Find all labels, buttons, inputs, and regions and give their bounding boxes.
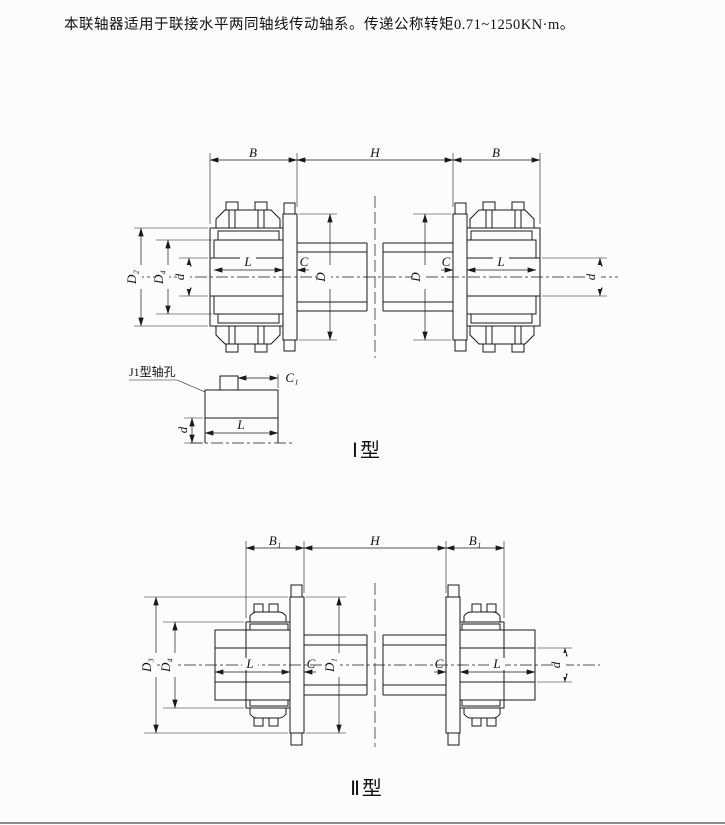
dim-label-l-left-type2: L — [245, 656, 253, 671]
type1-caption: Ⅰ型 — [352, 439, 382, 462]
dim-label-d-flange-left: D — [313, 272, 328, 283]
type1-drawing: B H B D₂ D₄ d L C D D C L d — [124, 145, 618, 358]
dim-label-d-flange-right: D — [408, 272, 423, 283]
dim-label-b-left: B — [249, 145, 257, 160]
dim-label-detail-d: d — [175, 426, 190, 433]
dim-label-c-left: C — [300, 254, 309, 269]
dim-label-l-left: L — [243, 254, 251, 269]
type1-detail-view: J1型轴孔 C₁ d L — [129, 364, 299, 444]
dim-label-detail-l: L — [236, 417, 244, 432]
dim-label-h: H — [369, 145, 380, 160]
dim-label-c-right: C — [442, 254, 451, 269]
dim-label-c-left-type2: C — [307, 656, 316, 671]
dim-label-c-right-type2: C — [435, 656, 444, 671]
dim-label-d-bore-left: d — [172, 273, 187, 280]
dim-label-b-right: B — [492, 145, 500, 160]
dim-label-d4: D₄ — [151, 270, 166, 285]
dim-label-d3: D₃ — [139, 658, 154, 673]
dim-label-d-bore-type2: d — [548, 661, 563, 668]
dim-label-d4-type2: D₄ — [158, 658, 173, 673]
detail-title: J1型轴孔 — [129, 364, 176, 379]
dim-label-b1-right: B₁ — [469, 533, 481, 548]
detail-leader-line — [129, 379, 206, 393]
type2-caption: Ⅱ型 — [350, 777, 384, 800]
description-text: 本联轴器适用于联接水平两同轴线传动轴系。传递公称转矩0.71~1250KN·m。 — [64, 17, 575, 33]
dim-label-d-bore-right: d — [583, 273, 598, 280]
dim-label-l-right-type2: L — [492, 656, 500, 671]
dim-label-c1: C₁ — [285, 370, 298, 385]
dim-label-b1-left: B₁ — [269, 533, 281, 548]
dim-label-l-right: L — [496, 254, 504, 269]
dim-label-h2: H — [369, 533, 380, 548]
type2-drawing: B₁ H B₁ D₃ D₄ L C D₁ C L d — [139, 533, 600, 747]
dim-label-d1: D₁ — [322, 658, 337, 673]
dim-label-d2: D₂ — [124, 270, 139, 285]
